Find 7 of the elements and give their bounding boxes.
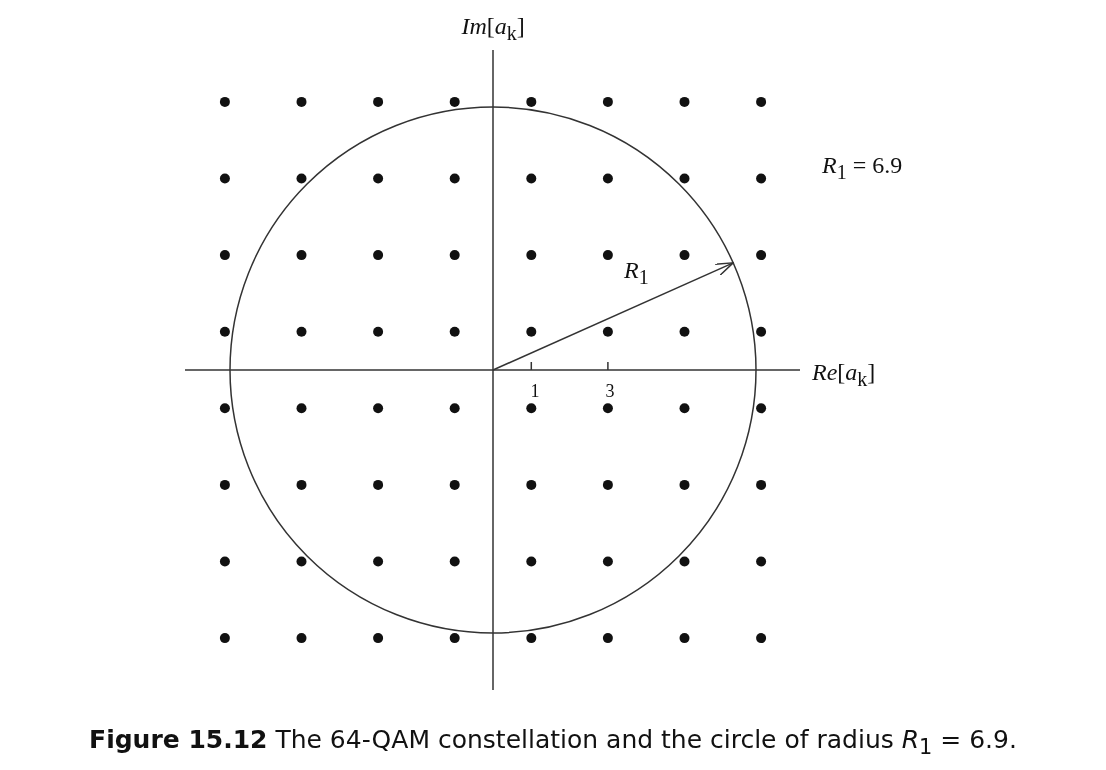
tick-label: 1: [529, 382, 541, 400]
tick-label: 3: [604, 382, 616, 400]
axis-label: Re[a$_{k}$]: [812, 360, 876, 389]
axis-label: Im[a$_{k}$]: [461, 14, 525, 43]
figure-caption: Figure 15.12 The 64-QAM constellation and the circle of radius R$_{1}$ = 6.9.: [88, 725, 1018, 760]
radius-value-label: R$_{1}$ = 6.9: [822, 153, 903, 182]
radius-label: R$_{1}$: [624, 258, 649, 287]
